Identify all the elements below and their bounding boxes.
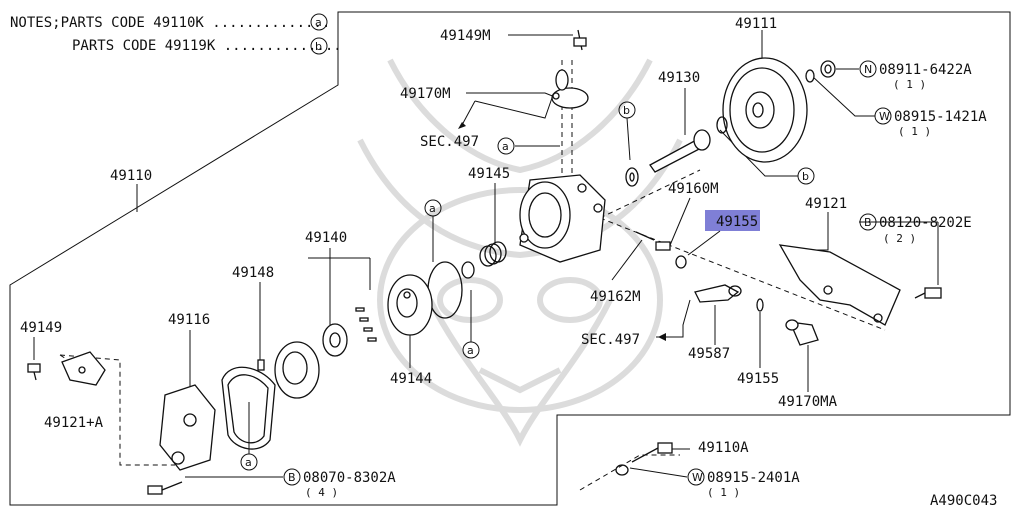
part-49140-rotor: [322, 307, 377, 357]
svg-text:a: a: [502, 140, 509, 153]
svg-text:08915-1421A: 08915-1421A: [894, 109, 987, 125]
part-pump-body: [519, 174, 606, 263]
part-49170M-fitting: [551, 69, 589, 109]
part-pressure-plate: [274, 341, 320, 399]
svg-text:W: W: [692, 471, 703, 484]
label-49140[interactable]: 49140: [305, 230, 347, 246]
label-49155-highlighted[interactable]: 49155: [716, 214, 758, 230]
part-49144-cam: [387, 274, 433, 336]
note-line-b: PARTS CODE 49119K ..............: [72, 38, 342, 54]
svg-text:W: W: [879, 110, 890, 123]
svg-text:08911-6422A: 08911-6422A: [879, 62, 972, 78]
note-line-a: NOTES;PARTS CODE 49110K ..............: [10, 15, 330, 31]
part-49145-spring: [479, 241, 507, 267]
label-sec497-top[interactable]: SEC.497: [420, 134, 479, 150]
part-49110A-bolt: [631, 442, 673, 463]
part-49111-pulley: [722, 57, 808, 163]
part-oring-small: [461, 261, 475, 279]
part-49149-bolt: [27, 363, 41, 381]
label-49155[interactable]: 49155: [737, 371, 779, 387]
part-08915-1421-washer: [805, 69, 815, 83]
part-49116-cover: [159, 384, 216, 471]
label-49148[interactable]: 49148: [232, 265, 274, 281]
part-08070-bolt: [147, 481, 183, 495]
callout-08120[interactable]: B 08120-8202E ( 2 ): [859, 213, 972, 245]
label-49587[interactable]: 49587: [688, 346, 730, 362]
label-49121[interactable]: 49121: [805, 196, 847, 212]
callout-08070[interactable]: B 08070-8302A ( 4 ): [283, 468, 396, 499]
svg-text:a: a: [467, 344, 474, 357]
watermark-emblem: [357, 58, 683, 447]
svg-text:08120-8202E: 08120-8202E: [879, 215, 972, 231]
svg-text:a: a: [429, 202, 436, 215]
label-49160M[interactable]: 49160M: [668, 181, 719, 197]
part-49121-bracket: [778, 244, 901, 326]
svg-text:08070-8302A: 08070-8302A: [303, 470, 396, 486]
label-sec497-mid[interactable]: SEC.497: [581, 332, 640, 348]
label-49162M[interactable]: 49162M: [590, 289, 641, 305]
diagram-code: A490C043: [930, 493, 997, 509]
note-marker-a-circle: [310, 13, 328, 31]
part-49148-pin: [257, 359, 265, 371]
part-49160M-valve: [635, 231, 687, 269]
leader-lines: [33, 30, 939, 478]
callout-08915-1421[interactable]: W 08915-1421A ( 1 ): [874, 107, 987, 138]
part-49149M-bolt: [573, 29, 587, 51]
label-49170MA[interactable]: 49170MA: [778, 394, 838, 410]
part-49155-oring: [756, 298, 764, 312]
label-49170M[interactable]: 49170M: [400, 86, 451, 102]
svg-text:N: N: [864, 63, 872, 76]
assembly-frame: [9, 11, 1011, 506]
svg-text:( 1 ): ( 1 ): [898, 125, 931, 138]
marker-a-4: a: [240, 453, 258, 471]
marker-b-1: b: [618, 101, 636, 119]
note-marker-b: b: [315, 40, 322, 53]
svg-text:a: a: [245, 456, 252, 469]
marker-a-3: a: [462, 341, 480, 359]
svg-text:b: b: [802, 170, 809, 183]
svg-text:b: b: [623, 104, 630, 117]
marker-a-1: a: [497, 137, 515, 155]
part-08120-bolt: [914, 287, 942, 299]
part-49587-hose-fitting: [694, 284, 742, 303]
label-49121A[interactable]: 49121+A: [44, 415, 104, 431]
part-49130-shaft: [649, 116, 728, 173]
part-gasket: [221, 366, 276, 450]
label-49116[interactable]: 49116: [168, 312, 210, 328]
label-49144[interactable]: 49144: [390, 371, 432, 387]
svg-text:08915-2401A: 08915-2401A: [707, 470, 800, 486]
label-49110[interactable]: 49110: [110, 168, 152, 184]
highlight-box: [705, 210, 760, 231]
part-08915-2401-washer: [615, 464, 629, 476]
label-49145[interactable]: 49145: [468, 166, 510, 182]
callout-08911[interactable]: N 08911-6422A ( 1 ): [859, 60, 972, 91]
part-49121A-bracket: [61, 351, 106, 386]
label-49111[interactable]: 49111: [735, 16, 777, 32]
label-49110A[interactable]: 49110A: [698, 440, 749, 456]
label-49149M[interactable]: 49149M: [440, 28, 491, 44]
note-marker-b-circle: [310, 37, 328, 55]
callout-08915-2401[interactable]: W 08915-2401A ( 1 ): [687, 468, 800, 499]
svg-text:( 1 ): ( 1 ): [707, 486, 740, 499]
label-49149[interactable]: 49149: [20, 320, 62, 336]
part-49170MA-fitting: [785, 319, 819, 346]
note-marker-a: a: [315, 16, 322, 29]
notes-block: NOTES;PARTS CODE 49110K .............. a…: [10, 13, 342, 55]
marker-b-2: b: [797, 167, 815, 185]
label-49130[interactable]: 49130: [658, 70, 700, 86]
svg-text:( 1 ): ( 1 ): [893, 78, 926, 91]
svg-text:( 4 ): ( 4 ): [305, 486, 338, 499]
part-seal-ring: [625, 167, 639, 187]
svg-text:( 2 ): ( 2 ): [883, 232, 916, 245]
svg-text:B: B: [288, 471, 296, 484]
part-08911-nut: [820, 60, 836, 78]
